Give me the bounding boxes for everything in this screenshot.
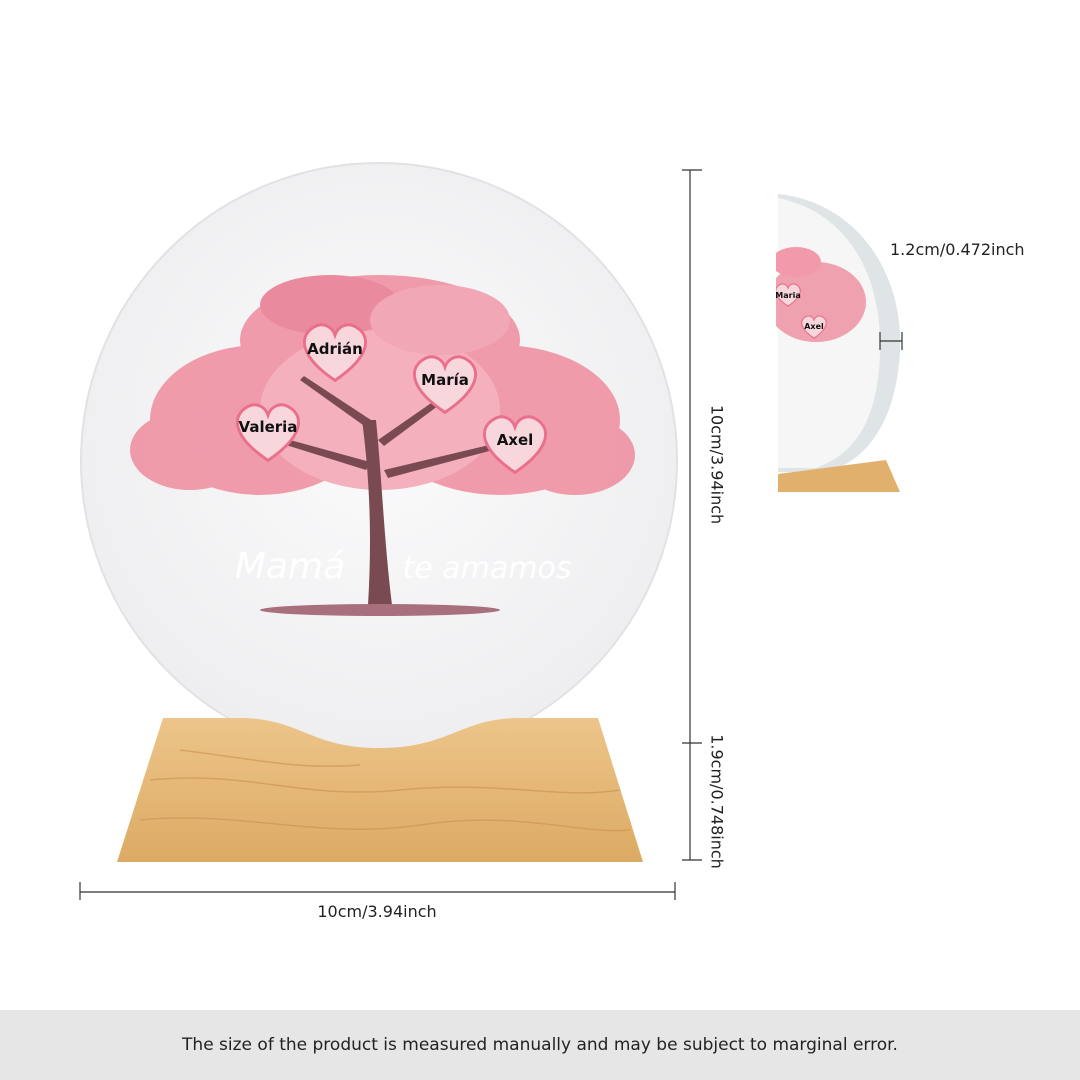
name-heart-maria: María (412, 355, 478, 414)
name-heart-valeria: Valeria (235, 403, 301, 462)
footer-disclaimer-bar: The size of the product is measured manu… (0, 1010, 1080, 1080)
tree-trunk (260, 376, 512, 616)
product-side-view: Maria Axel (776, 194, 903, 492)
base-height-label: 1.9cm/0.748inch (707, 734, 727, 869)
dimension-lines (79, 169, 702, 900)
heart-name: Adrián (307, 340, 363, 358)
script-text-mama: Mamá (235, 546, 345, 587)
width-label: 10cm/3.94inch (317, 902, 437, 921)
thickness-label: 1.2cm/0.472inch (890, 240, 1025, 259)
heart-name: María (421, 371, 469, 389)
name-heart-adrian: Adrián (302, 323, 368, 382)
wood-grain (139, 749, 631, 832)
height-label: 10cm/3.94inch (707, 404, 727, 525)
heart-name: Valeria (239, 418, 298, 436)
product-front-view: Mamá te amamos Adrián María Valeria Axel (79, 162, 702, 900)
disclaimer-text: The size of the product is measured manu… (182, 1035, 898, 1055)
wooden-base (117, 718, 643, 862)
script-text-te-amamos: te amamos (403, 551, 572, 586)
side-heart-name: Maria (776, 291, 801, 300)
side-heart-name: Axel (804, 322, 824, 331)
name-heart-axel: Axel (482, 415, 548, 474)
heart-name: Axel (497, 431, 534, 449)
